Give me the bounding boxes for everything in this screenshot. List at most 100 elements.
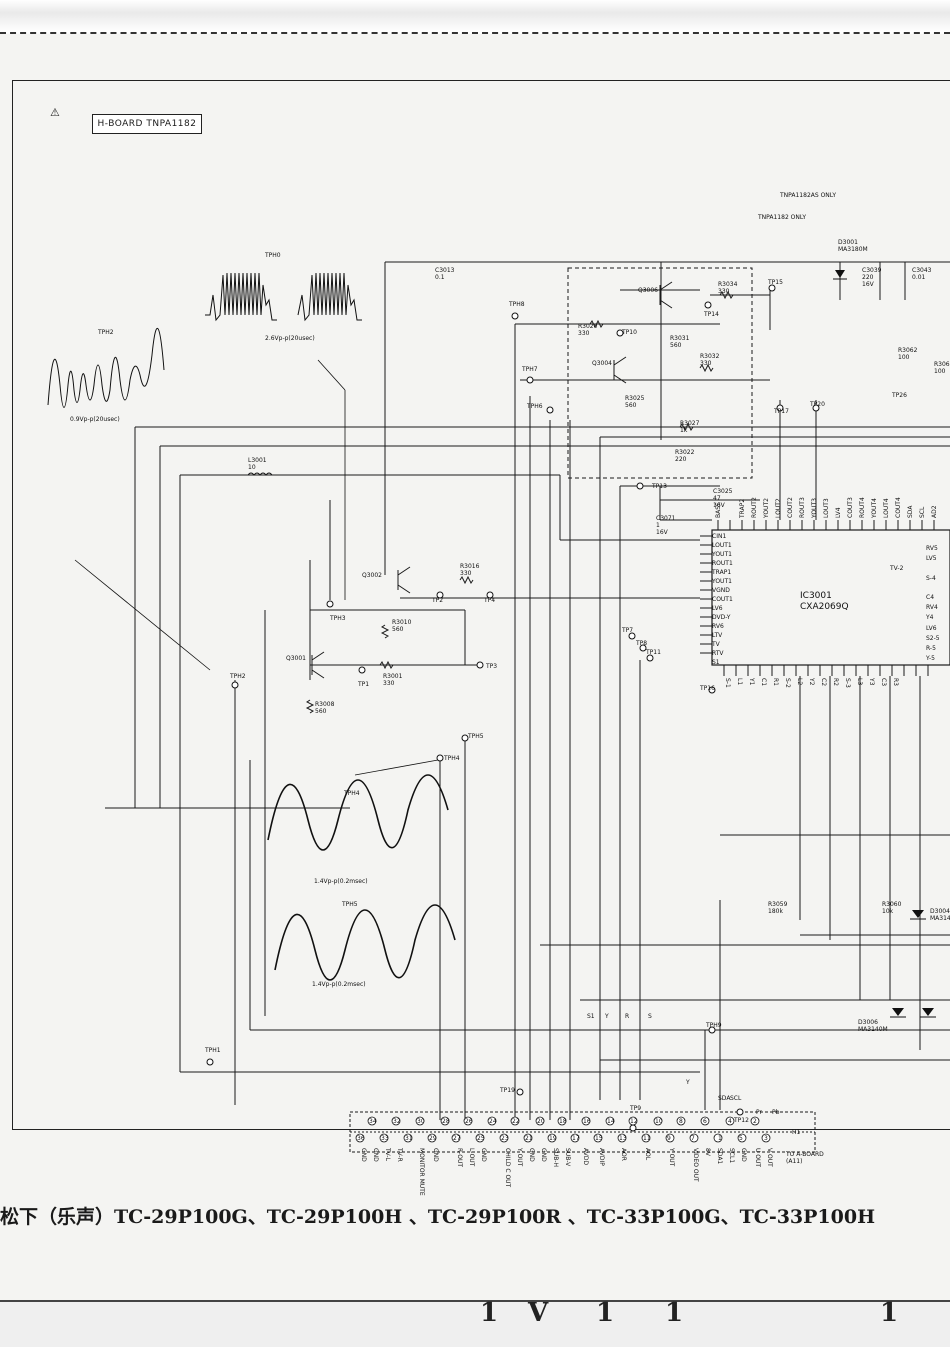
svg-text:17: 17 <box>572 1135 580 1142</box>
transistor-q3004 <box>613 356 627 384</box>
ic-part: CXA2069Q <box>800 602 849 612</box>
svg-text:LOUT1: LOUT1 <box>712 542 732 549</box>
svg-text:S-2: S-2 <box>784 678 791 688</box>
svg-text:22: 22 <box>512 1118 520 1125</box>
bottom-scan-mark-4: 1 <box>665 1298 684 1328</box>
svg-text:GND: GND <box>432 1148 439 1162</box>
svg-text:ROUT2: ROUT2 <box>751 497 758 518</box>
svg-text:YOUT1: YOUT1 <box>711 551 732 558</box>
ic-top-pins <box>717 520 935 530</box>
bottom-bus-labels: S1 Y R S Y SDA SCL Pr Pb <box>587 1013 780 1116</box>
svg-text:V OUT: V OUT <box>766 1148 773 1167</box>
scan-top-edge <box>0 0 950 34</box>
connector-top-numbers: 34 32 30 28 26 24 22 20 18 16 14 12 10 8… <box>369 1118 757 1125</box>
svg-text:8: 8 <box>679 1118 683 1125</box>
waveform-tph2-label: 0.9Vp-p(20usec) <box>70 416 120 423</box>
svg-text:ROUT3: ROUT3 <box>799 497 806 518</box>
svg-text:YOUT4: YOUT4 <box>871 498 878 519</box>
svg-text:SCL: SCL <box>919 506 926 518</box>
svg-text:L2: L2 <box>796 678 803 685</box>
tp-tph1: TPH1 <box>204 1047 221 1054</box>
svg-text:30: 30 <box>417 1118 425 1125</box>
ic-bottom-pins <box>723 665 929 676</box>
svg-text:SCL1: SCL1 <box>728 1148 735 1163</box>
tp-tp3: TP3 <box>485 663 497 670</box>
svg-text:DVD-Y: DVD-Y <box>712 614 731 621</box>
tp-tp17: TP17 <box>773 408 789 415</box>
diode-d3007 <box>920 1008 936 1018</box>
svg-text:ROUT1: ROUT1 <box>712 560 733 567</box>
diode-d3004 <box>910 910 926 920</box>
svg-text:SDA1: SDA1 <box>716 1148 723 1164</box>
svg-text:LOUT4: LOUT4 <box>883 498 890 518</box>
svg-text:21: 21 <box>525 1135 533 1142</box>
tp-tp19: TP19 <box>499 1087 515 1094</box>
svg-text:SUB-H: SUB-H <box>552 1148 559 1167</box>
tp-tp13: TP13 <box>651 483 667 490</box>
svg-text:L-OUT: L-OUT <box>468 1148 475 1167</box>
svg-text:TV-R: TV-R <box>396 1147 403 1162</box>
svg-text:COUT1: COUT1 <box>712 596 733 603</box>
svg-text:COUT3: COUT3 <box>847 497 854 518</box>
svg-text:VGND: VGND <box>712 587 730 594</box>
tp-tp15: TP15 <box>767 279 783 286</box>
bottom-scan-mark-5: 1 <box>880 1298 899 1328</box>
svg-text:3: 3 <box>764 1135 768 1142</box>
diode-d3001 <box>833 270 847 280</box>
ic-top-pin-labels: BASS TRAP2 ROUT2 YOUT2 LOUT2 COUT2 ROUT3… <box>715 497 938 519</box>
transistor-q3002-ref: Q3002 <box>362 572 382 579</box>
tp-tp4: TP4 <box>483 597 495 604</box>
connector-bottom-numbers: 36 33 31 29 27 25 23 21 19 17 15 13 11 9… <box>357 1135 768 1142</box>
svg-text:TV: TV <box>711 641 721 648</box>
svg-text:GND: GND <box>480 1148 487 1162</box>
svg-text:YOUT2: YOUT2 <box>763 498 770 519</box>
svg-text:VIDEO OUT: VIDEO OUT <box>692 1148 699 1182</box>
waveform-tph2-name: TPH2 <box>97 329 114 336</box>
schematic-sheet <box>12 80 950 1130</box>
svg-text:6: 6 <box>703 1118 707 1125</box>
svg-text:29: 29 <box>429 1135 437 1142</box>
svg-text:R1: R1 <box>772 678 779 686</box>
tp-tph5: TPH5 <box>467 733 484 740</box>
waveform-tph4-label: 1.4Vp-p(0.2msec) <box>314 878 368 885</box>
tp-tph3: TPH3 <box>329 615 346 622</box>
svg-text:34: 34 <box>369 1118 377 1125</box>
svg-text:TRAP2: TRAP2 <box>739 499 746 519</box>
svg-text:R: R <box>625 1013 629 1020</box>
waveform-tph0-label: 2.6Vp-p(20usec) <box>265 335 315 342</box>
svg-text:YOUT3: YOUT3 <box>811 498 818 519</box>
svg-text:TV-2: TV-2 <box>889 565 904 572</box>
inductor-l3001 <box>247 472 273 476</box>
transistor-q3002 <box>397 566 411 594</box>
svg-text:GND: GND <box>540 1148 547 1162</box>
svg-text:SDA: SDA <box>718 1095 731 1102</box>
svg-text:LOUT3: LOUT3 <box>823 498 830 518</box>
svg-text:R2: R2 <box>832 678 839 686</box>
waveform-tph0 <box>205 272 362 322</box>
svg-text:31: 31 <box>405 1135 413 1142</box>
svg-text:S-3: S-3 <box>844 678 851 688</box>
svg-text:9: 9 <box>667 1135 671 1142</box>
svg-text:GND: GND <box>740 1148 747 1162</box>
svg-text:36: 36 <box>357 1135 365 1142</box>
tp-tp9: TP9 <box>629 1105 641 1112</box>
svg-text:R-OUT: R-OUT <box>456 1148 463 1167</box>
svg-text:12: 12 <box>630 1118 638 1125</box>
resistor-r3063-label: R3063100 <box>934 361 950 375</box>
tp-tph6: TPH6 <box>526 403 543 410</box>
svg-text:S: S <box>648 1013 652 1020</box>
svg-text:S-4: S-4 <box>926 575 936 582</box>
svg-text:S1: S1 <box>712 659 720 666</box>
svg-text:CIN1: CIN1 <box>712 533 726 540</box>
tp-tp2: TP2 <box>431 597 443 604</box>
svg-text:RTV: RTV <box>712 650 724 657</box>
